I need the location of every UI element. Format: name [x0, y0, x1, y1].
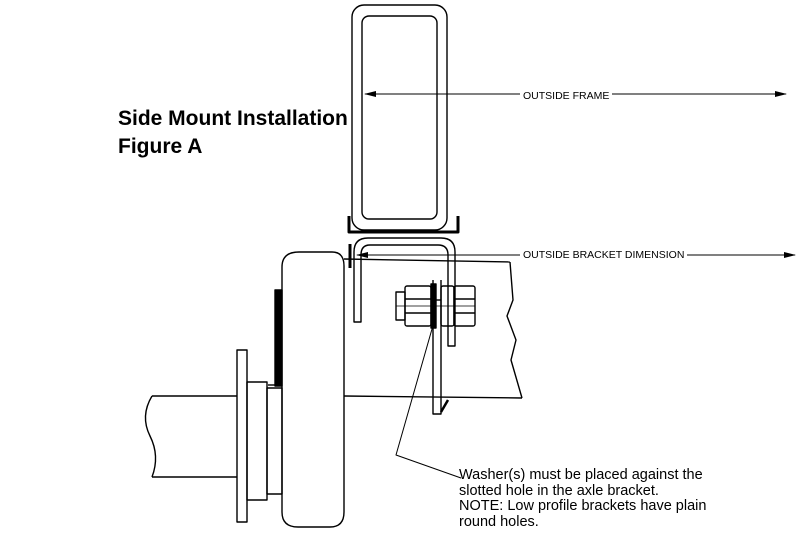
callout-line-3: NOTE: Low profile brackets have plain	[459, 498, 707, 514]
callout-line-4: round holes.	[459, 513, 539, 530]
callout-line-1: Washer(s) must be placed against the	[459, 467, 703, 483]
axle-bracket	[348, 237, 456, 347]
frame-rail	[347, 4, 460, 234]
washer-callout-note: Washer(s) must be placed against the slo…	[459, 467, 794, 530]
figure-title: Side Mount Installation	[118, 107, 348, 130]
outside-bracket-label: OUTSIDE BRACKET DIMENSION	[520, 249, 688, 261]
hub-drum	[268, 251, 345, 528]
outside-frame-label: OUTSIDE FRAME	[520, 90, 613, 102]
washer-leader	[395, 321, 462, 479]
figure-subtitle: Figure A	[118, 135, 203, 158]
bolt-assembly	[395, 283, 476, 329]
axle-shaft	[144, 395, 237, 478]
axle-flange	[236, 349, 283, 523]
callout-line-2: slotted hole in the axle bracket.	[459, 482, 659, 499]
